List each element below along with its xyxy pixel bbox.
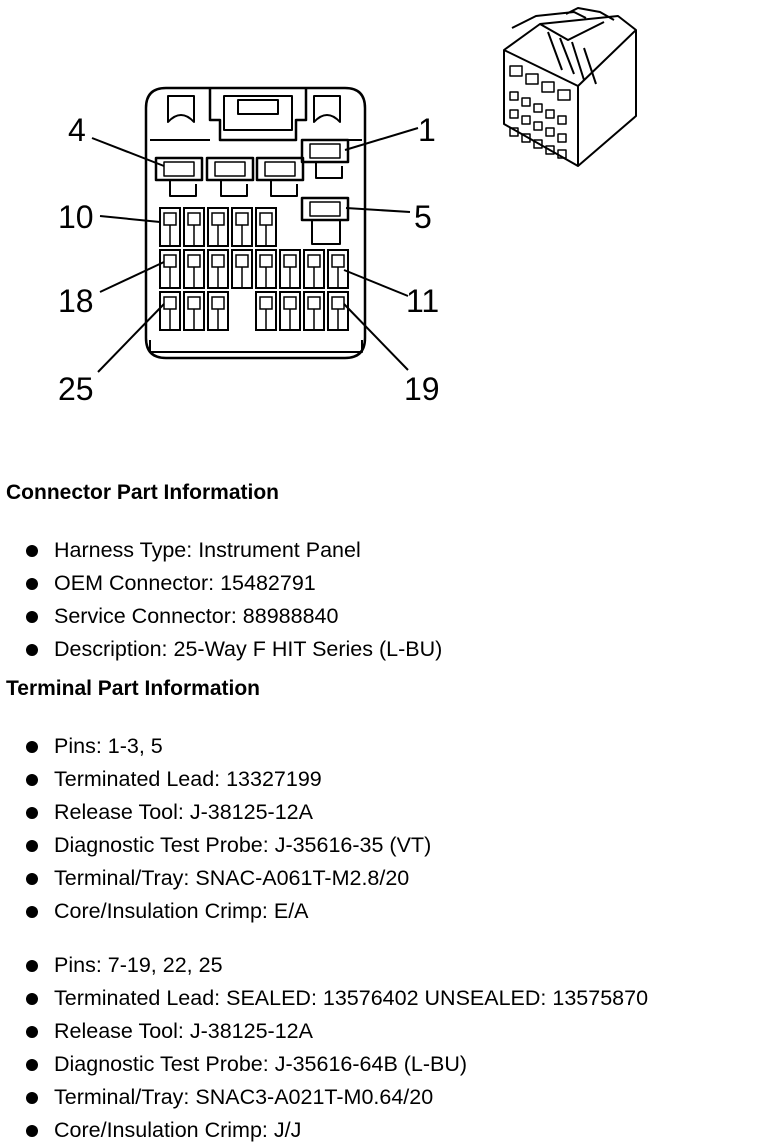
list-item: Description: 25-Way F HIT Series (L-BU) xyxy=(24,633,442,666)
pin-callout-1: 1 xyxy=(418,112,436,148)
bullet-icon xyxy=(26,873,38,885)
bullet-icon xyxy=(26,1059,38,1071)
cavity-4 xyxy=(154,156,204,182)
bullet-icon xyxy=(26,1092,38,1104)
connector-info-list: Harness Type: Instrument Panel OEM Conne… xyxy=(24,534,442,666)
pin-callout-4: 4 xyxy=(68,112,86,148)
bullet-icon xyxy=(26,741,38,753)
pin-callout-5: 5 xyxy=(414,199,432,235)
bullet-icon xyxy=(26,993,38,1005)
terminal-info-heading: Terminal Part Information xyxy=(6,677,260,700)
list-item: Core/Insulation Crimp: J/J xyxy=(24,1114,648,1147)
bullet-icon xyxy=(26,960,38,972)
connector-latch xyxy=(208,88,308,142)
list-item: Terminal/Tray: SNAC-A061T-M2.8/20 xyxy=(24,862,431,895)
pin-callout-11: 11 xyxy=(406,283,439,319)
cavity-3 xyxy=(205,156,255,182)
list-item: Terminal/Tray: SNAC3-A021T-M0.64/20 xyxy=(24,1081,648,1114)
bullet-icon xyxy=(26,840,38,852)
list-item: Service Connector: 88988840 xyxy=(24,600,442,633)
list-item: Terminated Lead: 13327199 xyxy=(24,763,431,796)
bullet-icon xyxy=(26,807,38,819)
connector-body xyxy=(144,86,367,360)
bullet-icon xyxy=(26,611,38,623)
terminal-group-1-list: Pins: 1-3, 5 Terminated Lead: 13327199 R… xyxy=(24,730,431,928)
list-item: Terminated Lead: SEALED: 13576402 UNSEAL… xyxy=(24,982,648,1015)
connector-info-heading: Connector Part Information xyxy=(6,481,280,504)
list-item: Release Tool: J-38125-12A xyxy=(24,1015,648,1048)
list-item: Diagnostic Test Probe: J-35616-64B (L-BU… xyxy=(24,1048,648,1081)
bullet-icon xyxy=(26,1125,38,1137)
bullet-icon xyxy=(26,644,38,656)
list-item: OEM Connector: 15482791 xyxy=(24,567,442,600)
list-item: Pins: 7-19, 22, 25 xyxy=(24,949,648,982)
list-item: Harness Type: Instrument Panel xyxy=(24,534,442,567)
bullet-icon xyxy=(26,774,38,786)
bullet-icon xyxy=(26,1026,38,1038)
list-item: Release Tool: J-38125-12A xyxy=(24,796,431,829)
cavity-1 xyxy=(300,138,350,164)
terminal-group-2-list: Pins: 7-19, 22, 25 Terminated Lead: SEAL… xyxy=(24,949,648,1147)
connector-face-diagram: 4 1 10 5 18 11 25 19 xyxy=(58,7,637,407)
bullet-icon xyxy=(26,906,38,918)
connector-3d-view xyxy=(503,7,637,167)
list-item: Core/Insulation Crimp: E/A xyxy=(24,895,431,928)
bullet-icon xyxy=(26,545,38,557)
pin-callout-18: 18 xyxy=(58,283,94,319)
cavity-2 xyxy=(255,156,305,182)
pin-callout-25: 25 xyxy=(58,371,94,407)
bullet-icon xyxy=(26,578,38,590)
list-item: Pins: 1-3, 5 xyxy=(24,730,431,763)
pin-callout-19: 19 xyxy=(404,371,440,407)
pin-callout-10: 10 xyxy=(58,199,94,235)
list-item: Diagnostic Test Probe: J-35616-35 (VT) xyxy=(24,829,431,862)
